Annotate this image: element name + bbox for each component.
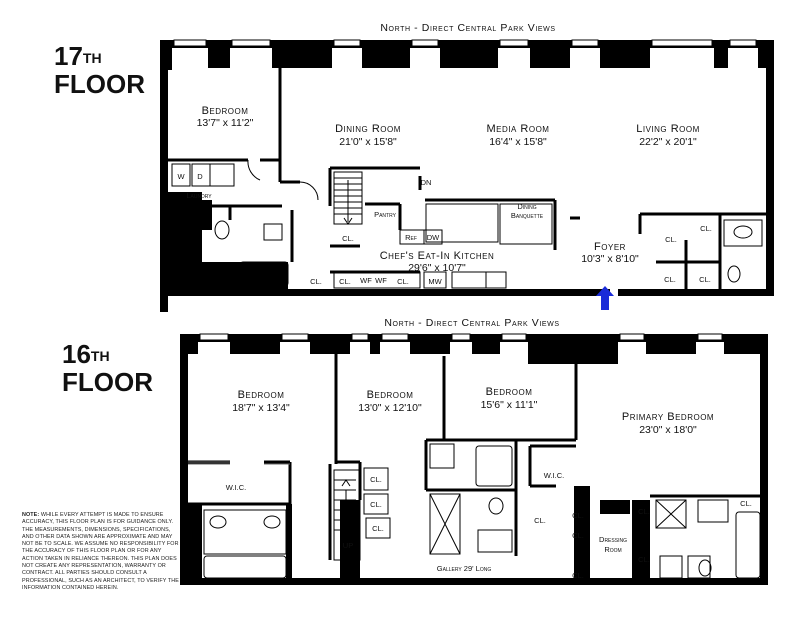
kitchen-name: Chef's Eat-In Kitchen [380,250,495,262]
floor-16-plan: North - Direct Central Park Views [180,317,768,585]
closet-17-1: CL. [342,234,354,243]
closet-16-10: CL. [638,555,650,564]
dining-banquette-label-2: Banquette [511,211,544,220]
floor-16-bedroom-2-name: Bedroom [367,389,414,401]
floor-16-suffix: TH [90,348,110,364]
living-room-name: Living Room [636,123,700,135]
floor-16-bedroom-3-dims: 15'6" x 11'1" [481,399,538,411]
dining-room-dims: 21'0" x 15'8" [339,136,397,148]
floor-17-word: FLOOR [54,69,145,99]
closet-17-4: CL. [397,277,409,286]
floor-16-interior-walls [188,350,760,560]
closet-16-2: CL. [370,500,382,509]
media-room-dims: 16'4" x 15'8" [489,136,547,148]
floor-16-header: North - Direct Central Park Views [384,317,559,329]
floor-16-thin-lines [188,443,761,579]
microwave-label: MW [428,277,442,286]
closet-16-3: CL. [372,524,384,533]
closet-17-7: CL. [699,275,711,284]
foyer-name: Foyer [594,241,626,253]
media-room-name: Media Room [487,123,550,135]
note-lead: NOTE: [22,512,40,518]
dryer-label: D [197,172,203,181]
dishwasher-label: DW [427,233,440,242]
closet-16-1: CL. [370,475,382,484]
wic-label-1: W.I.C. [226,483,246,492]
floor-17-bedroom-dims: 13'7" x 11'2" [197,117,254,129]
washer-label: W [177,172,185,181]
closet-17-5: CL. [700,224,712,233]
closet-17-2: CL. [310,277,322,286]
refrigerator-label: Ref [405,233,417,242]
floor-16-bedroom-3-name: Bedroom [486,386,533,398]
primary-bedroom-dims: 23'0" x 18'0" [639,424,697,436]
closet-16-4: CL. [534,516,546,525]
floor-16-exterior-walls [180,334,768,585]
floor-17-exterior-walls [160,40,774,312]
kitchen-dims: 29'6" x 10'7" [408,262,466,274]
gallery-label: Gallery 29' Long [437,564,492,573]
stair-down-label: DN [421,178,432,187]
pantry-label: Pantry [374,210,397,219]
wic-label-2: W.I.C. [544,471,564,480]
entry-arrow [596,286,614,310]
wf-label-2: WF [375,276,387,285]
closet-16-7: CL. [572,571,584,580]
floor-17-header: North - Direct Central Park Views [380,22,555,34]
floor-16-ordinal: 16 [62,339,91,369]
floor-16-bedroom-1-dims: 18'7" x 13'4" [232,402,290,414]
floor-17-ordinal: 17 [54,41,83,71]
primary-bedroom-name: Primary Bedroom [622,411,714,423]
note-text: While every attempt is made to ensure ac… [22,512,179,591]
dining-banquette-label-1: Dining [517,202,536,211]
closet-16-5: CL. [572,511,584,520]
floor-17-thin-lines [171,159,763,289]
foyer-dims: 10'3" x 8'10" [581,253,639,265]
floor-16-bedroom-1-name: Bedroom [238,389,285,401]
closet-17-8: CL. [665,235,677,244]
closet-17-6: CL. [664,275,676,284]
dressing-room-label-1: Dressing [599,535,627,544]
floor-16-bedroom-2-dims: 13'0" x 12'10" [358,402,422,414]
floor-17-windows [173,39,757,47]
closet-16-8: CL. [638,507,650,516]
floor-17-plan: North - Direct Central Park Views [160,22,774,312]
floor-17-suffix: TH [82,50,102,66]
floor-17-bedroom-name: Bedroom [202,105,249,117]
floor-16-word: FLOOR [62,367,153,397]
floor-16-label: 16TH FLOOR [62,340,153,396]
stair-up-label: UP [343,541,353,550]
wf-label-1: WF [360,276,372,285]
dressing-room-label-2: Room [604,545,621,554]
closet-16-9: CL. [740,499,752,508]
floor-17-label: 17TH FLOOR [54,42,145,98]
closet-16-6: CL. [572,531,584,540]
floor-16-windows [199,333,723,341]
living-room-dims: 22'2" x 20'1" [639,136,697,148]
laundry-label: Laundry [186,191,212,200]
closet-17-3: CL. [339,277,351,286]
dining-room-name: Dining Room [335,123,401,135]
disclaimer-note: NOTE: While every attempt is made to ens… [22,512,182,592]
